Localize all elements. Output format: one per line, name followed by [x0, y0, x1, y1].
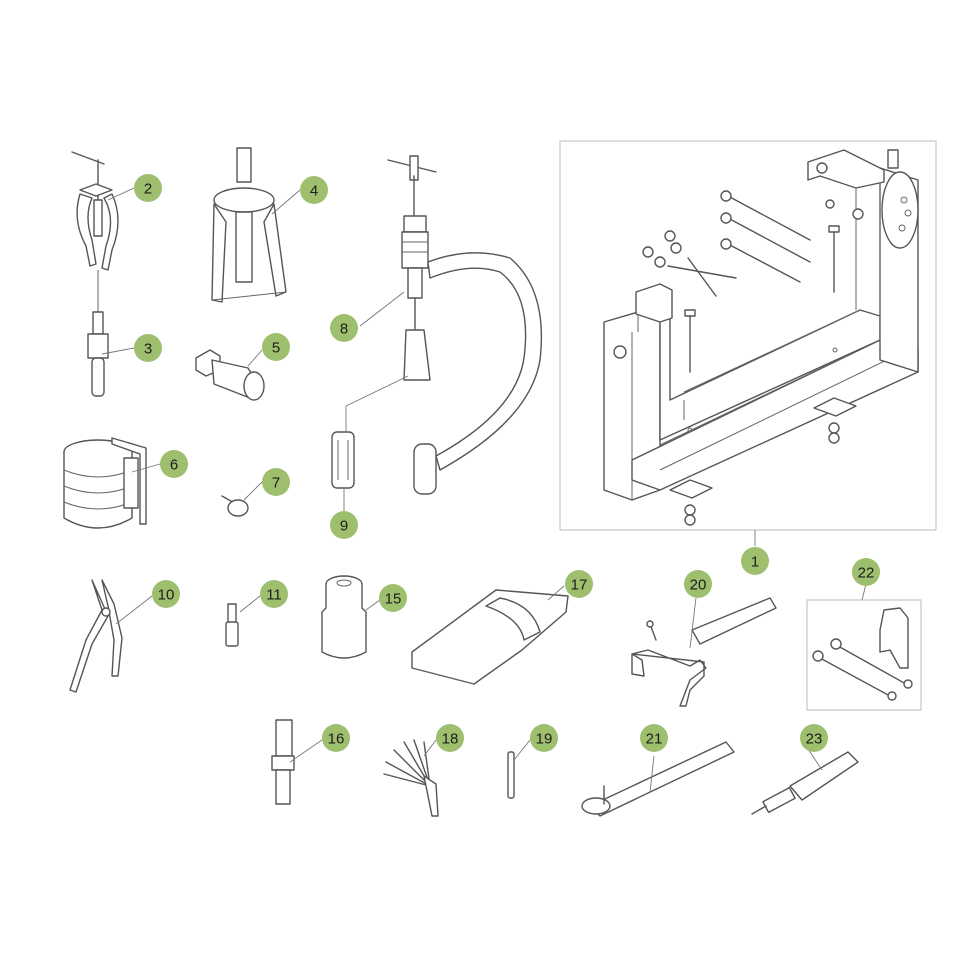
callout-number: 16: [328, 731, 345, 748]
part-23-installer: [751, 751, 859, 815]
part-5-socket: [195, 349, 265, 401]
part-21-pin-wrench: [581, 741, 735, 817]
callout-number: 23: [806, 731, 823, 748]
callout-number: 9: [340, 518, 348, 535]
callout-badge-circle: [565, 570, 593, 598]
callout-23: 23: [800, 724, 828, 752]
callout-badge-circle: [852, 558, 880, 586]
callout-number: 7: [272, 475, 280, 492]
callout-1: 1: [741, 547, 769, 575]
part-17-support-plate: [411, 589, 569, 685]
callout-4: 4: [300, 176, 328, 204]
part-18-feeler-gauge: [383, 739, 439, 817]
callout-8: 8: [330, 314, 358, 342]
callout-number: 11: [266, 587, 282, 604]
part-1-engine-stand: [559, 140, 937, 531]
callout-2: 2: [134, 174, 162, 202]
part-10-circlip-pliers: [69, 579, 123, 693]
part-20-holding-tool: [631, 597, 777, 707]
callout-10: 10: [152, 580, 180, 608]
callout-badge-circle: [330, 511, 358, 539]
callout-number: 10: [158, 587, 175, 604]
callout-17: 17: [565, 570, 593, 598]
callout-badge-circle: [160, 450, 188, 478]
callout-number: 18: [442, 731, 459, 748]
part-22-bracket-set: [806, 599, 922, 711]
part-8-valve-spring-compressor: [387, 155, 543, 495]
callout-number: 2: [144, 181, 152, 198]
callout-badge-circle: [262, 468, 290, 496]
callout-5: 5: [262, 333, 290, 361]
callout-number: 19: [536, 731, 553, 748]
callout-20: 20: [684, 570, 712, 598]
callout-number: 20: [690, 577, 707, 594]
callout-number: 3: [144, 341, 152, 358]
part-1-frame-box: [559, 140, 937, 531]
callout-number: 22: [858, 565, 875, 582]
callout-19: 19: [530, 724, 558, 752]
callout-badge-circle: [741, 547, 769, 575]
callout-15: 15: [379, 584, 407, 612]
callout-22: 22: [852, 558, 880, 586]
part-3-driver: [87, 270, 109, 397]
callout-badge-circle: [640, 724, 668, 752]
part-16-special-tool: [271, 719, 295, 805]
callout-21: 21: [640, 724, 668, 752]
callout-badge-circle: [260, 580, 288, 608]
callout-badge-circle: [322, 724, 350, 752]
callout-badge-circle: [134, 334, 162, 362]
callout-badge-circle: [436, 724, 464, 752]
callout-11: 11: [260, 580, 288, 608]
part-22-frame-box: [806, 599, 922, 711]
callout-6: 6: [160, 450, 188, 478]
callout-badge-circle: [800, 724, 828, 752]
part-9-adapter: [331, 431, 355, 489]
part-7-knob: [221, 495, 249, 517]
callout-badge-circle: [134, 174, 162, 202]
callout-7: 7: [262, 468, 290, 496]
part-15-socket: [321, 575, 367, 659]
callout-number: 1: [751, 554, 759, 571]
callout-number: 17: [571, 577, 588, 594]
callout-16: 16: [322, 724, 350, 752]
callout-3: 3: [134, 334, 162, 362]
callout-number: 4: [310, 183, 318, 200]
callout-badge-circle: [262, 333, 290, 361]
callout-badge-circle: [379, 584, 407, 612]
part-4-bearing-puller: [211, 147, 287, 303]
callout-badge-circle: [300, 176, 328, 204]
callout-number: 6: [170, 457, 178, 474]
callout-badge-circle: [684, 570, 712, 598]
callout-number: 5: [272, 340, 280, 357]
part-19-pin-rod: [507, 751, 515, 799]
part-6-ring-compressor: [63, 437, 147, 529]
callout-number: 15: [385, 591, 402, 608]
callout-number: 8: [340, 321, 348, 338]
callout-badge-circle: [152, 580, 180, 608]
leader-lines: [101, 187, 867, 793]
part-2-gear-puller: [71, 151, 119, 271]
callout-number: 21: [646, 731, 663, 748]
callout-badge-circle: [530, 724, 558, 752]
callout-18: 18: [436, 724, 464, 752]
callout-badge-circle: [330, 314, 358, 342]
callout-9: 9: [330, 511, 358, 539]
part-11-pin: [225, 603, 239, 647]
